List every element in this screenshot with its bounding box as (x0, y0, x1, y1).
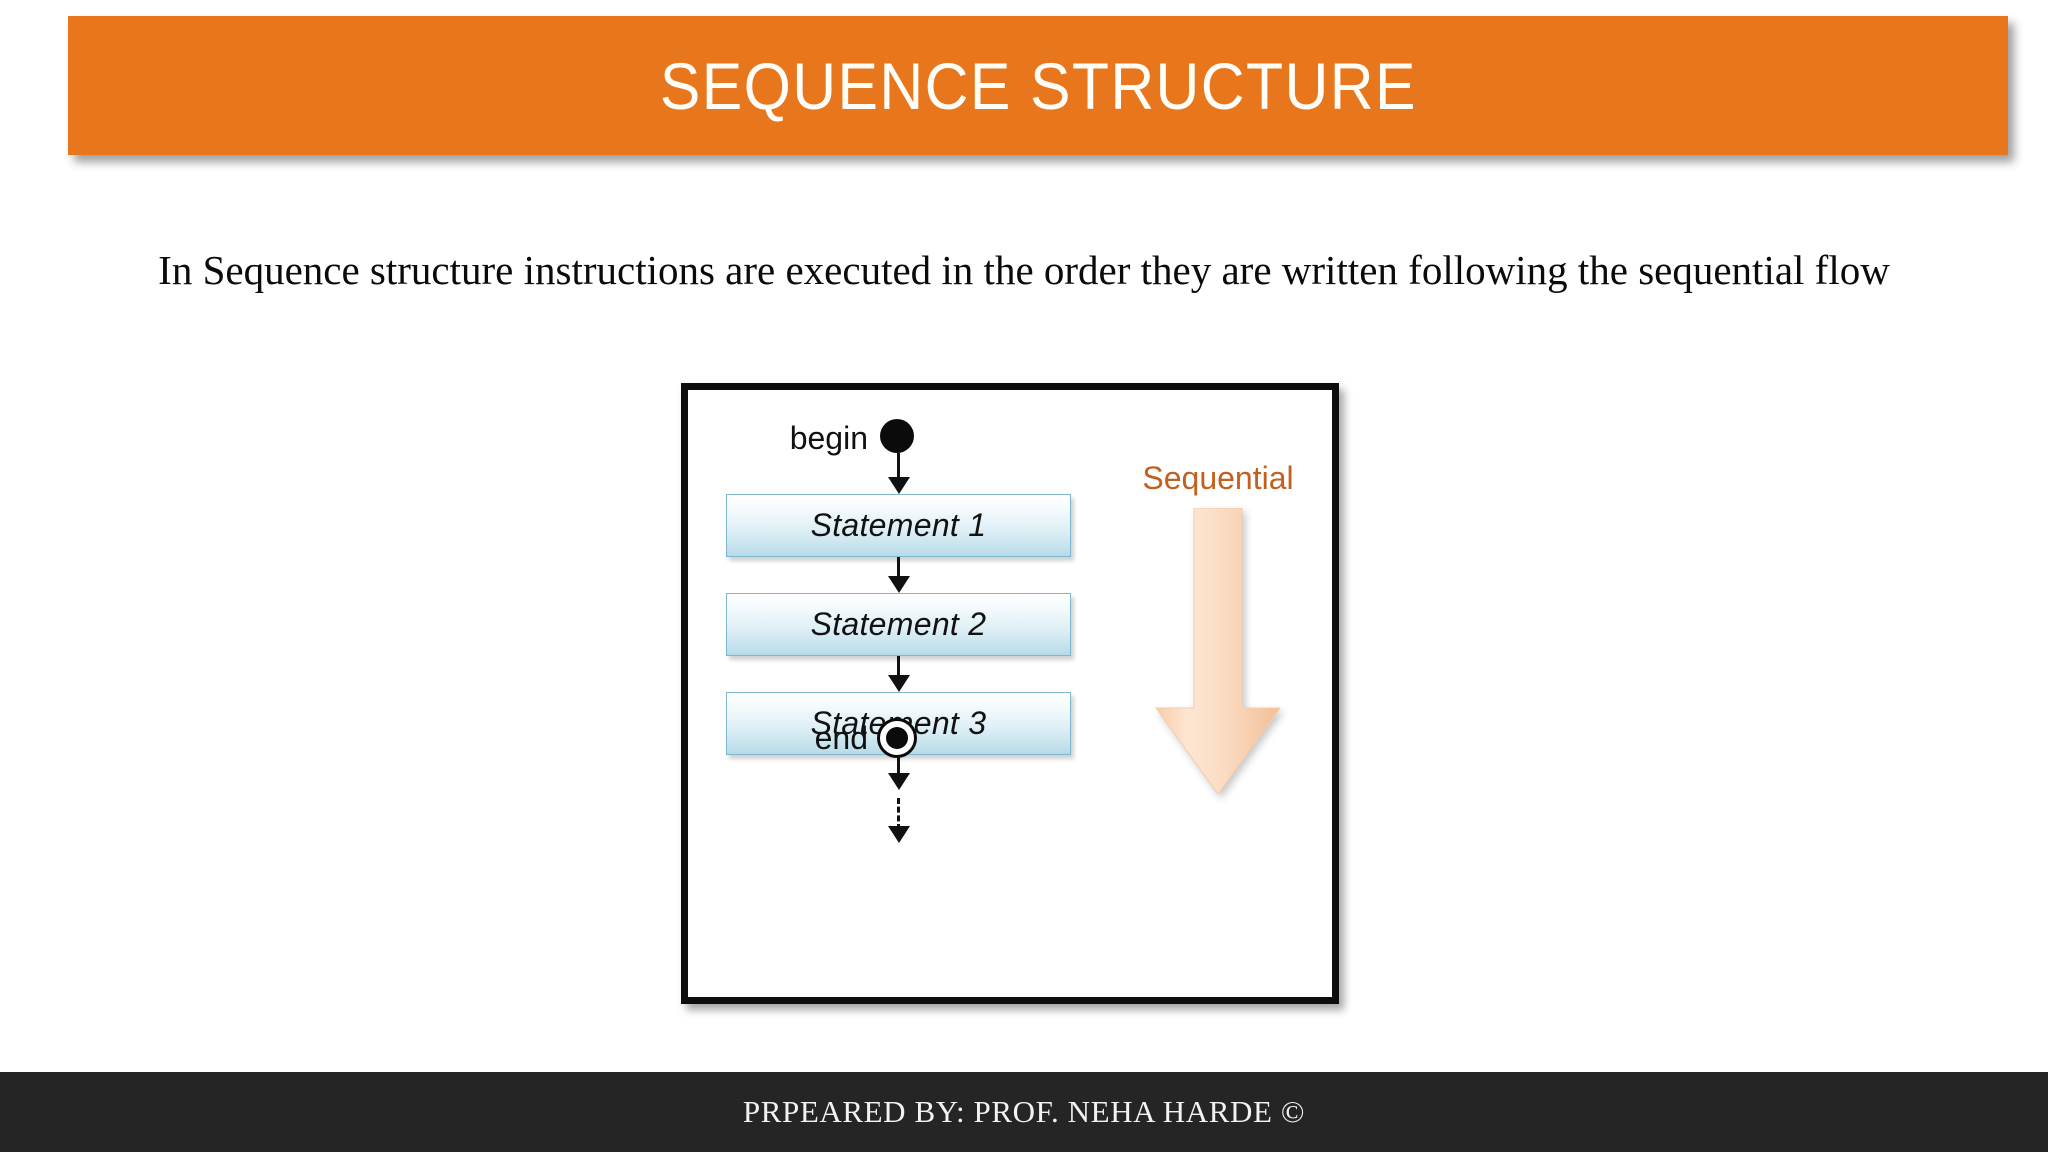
sequential-label: Sequential (1142, 460, 1294, 496)
flowchart-diagram: begin Statement 1 Statement 2 (681, 383, 1339, 1004)
end-label: end (814, 720, 868, 756)
sequential-down-arrow-icon (1155, 508, 1281, 795)
statement-box-1: Statement 1 (726, 494, 1071, 557)
footer-bar: PRPEARED BY: PROF. NEHA HARDE © (0, 1072, 2048, 1152)
statement-label-2: Statement 2 (810, 606, 987, 642)
begin-label: begin (789, 420, 868, 456)
flowchart-inner: begin Statement 1 Statement 2 (688, 390, 1332, 997)
statement-box-2: Statement 2 (726, 593, 1071, 656)
statement-label-1: Statement 1 (810, 507, 987, 543)
footer-credit-text: PRPEARED BY: PROF. NEHA HARDE © (742, 1094, 1306, 1129)
body-paragraph: In Sequence structure instructions are e… (158, 247, 1890, 293)
title-banner: SEQUENCE STRUCTURE (68, 16, 2008, 155)
begin-node-icon (880, 419, 914, 453)
end-node-icon (877, 718, 917, 758)
page-title: SEQUENCE STRUCTURE (659, 48, 1417, 123)
